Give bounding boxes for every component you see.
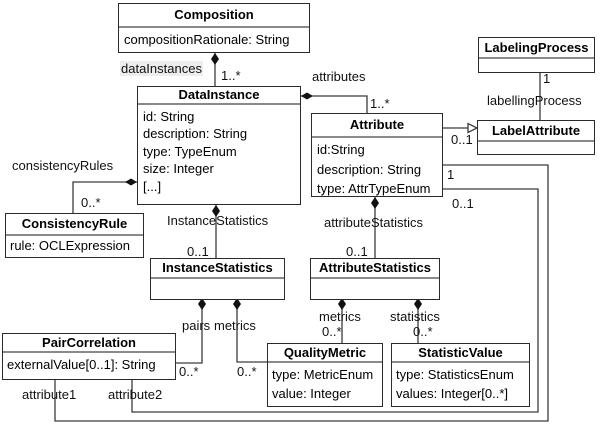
multiplicity-label: 0..* xyxy=(413,324,433,339)
class-title: DataInstance xyxy=(138,87,300,105)
instancestatistics-diamond-icon xyxy=(212,205,220,217)
class-attribute: id: String xyxy=(143,109,195,124)
class-labelattribute: LabelAttribute xyxy=(477,120,595,155)
class-title: StatisticValue xyxy=(392,344,529,363)
class-attribute: type: AttrTypeEnum xyxy=(317,181,431,196)
role-label-datainstances: dataInstances xyxy=(120,61,203,76)
edge-datainstance-attribute xyxy=(301,95,368,113)
class-datainstance: DataInstance id: String description: Str… xyxy=(137,86,301,205)
role-label-attribute1: attribute1 xyxy=(22,387,77,402)
role-label-pairs: pairs xyxy=(182,318,211,333)
multiplicity-label: 0..* xyxy=(237,364,257,379)
attributestatistics-diamond-icon xyxy=(371,197,379,209)
class-instancestatistics: InstanceStatistics xyxy=(150,258,285,300)
class-attribute: externalValue[0..1]: String xyxy=(7,357,156,372)
role-label-attributes: attributes xyxy=(312,69,366,84)
role-label-attribute2: attribute2 xyxy=(108,387,163,402)
class-title: InstanceStatistics xyxy=(151,259,284,279)
multiplicity-label: 1..* xyxy=(370,96,390,111)
multiplicity-label: 0..1 xyxy=(187,244,209,259)
class-attribute: type: MetricEnum xyxy=(272,367,374,382)
pairs-diamond-icon xyxy=(198,298,206,310)
empty-compartment xyxy=(478,142,594,146)
class-attribute: size: Integer xyxy=(143,161,214,177)
role-label-instancestatistics: InstanceStatistics xyxy=(167,213,269,228)
multiplicity-label: 1 xyxy=(543,71,551,86)
empty-compartment xyxy=(311,279,439,283)
class-title: ConsistencyRule xyxy=(6,214,143,236)
class-title: LabelingProcess xyxy=(479,38,594,59)
role-label-labellingprocess: labellingProcess xyxy=(487,93,582,108)
class-attribute: type: TypeEnum xyxy=(143,143,237,159)
multiplicity-label: 0..1 xyxy=(451,132,473,147)
empty-compartment xyxy=(479,59,594,63)
class-title: AttributeStatistics xyxy=(311,259,439,279)
class-title: PairCorrelation xyxy=(3,334,175,353)
class-composition: Composition compositionRationale: String xyxy=(118,3,310,53)
class-qualitymetric: QualityMetric type: MetricEnum value: In… xyxy=(267,343,383,407)
class-attribute: type: StatisticsEnum xyxy=(396,367,514,382)
class-title: Composition xyxy=(119,4,309,28)
edge-instancestatistics-qualitymetric xyxy=(236,298,267,363)
class-attribute: description: String xyxy=(317,161,422,177)
class-attributestatistics: AttributeStatistics xyxy=(310,258,440,300)
class-attribute: description: String xyxy=(143,126,248,142)
multiplicity-label: 0..* xyxy=(81,195,101,210)
class-attribute: value: Integer xyxy=(272,386,351,401)
class-labelingprocess: LabelingProcess xyxy=(478,37,595,73)
metrics-instance-diamond-icon xyxy=(233,298,241,310)
class-attribute: compositionRationale: String xyxy=(124,32,290,47)
multiplicity-label: 0..1 xyxy=(452,196,474,211)
class-title: LabelAttribute xyxy=(478,121,594,142)
class-consistencyrule: ConsistencyRule rule: OCLExpression xyxy=(5,213,144,258)
role-label-metrics-attribute: metrics xyxy=(319,309,361,324)
class-title: QualityMetric xyxy=(268,344,382,363)
class-attribute: rule: OCLExpression xyxy=(10,238,130,253)
multiplicity-label: 0..* xyxy=(179,364,199,379)
class-attribute: [...] xyxy=(143,178,162,194)
labelattribute-arrowhead-icon xyxy=(467,122,479,134)
metrics-attribute-diamond-icon xyxy=(338,298,346,310)
edge-instancestatistics-paircorrelation xyxy=(176,298,203,364)
class-paircorrelation: PairCorrelation externalValue[0..1]: Str… xyxy=(2,333,176,380)
attributes-diamond-icon xyxy=(301,92,313,100)
consistencyrules-diamond-icon xyxy=(125,178,137,186)
class-title: Attribute xyxy=(312,114,442,138)
role-label-consistencyrules: consistencyRules xyxy=(12,158,114,173)
composition-diamond-icon xyxy=(211,53,219,65)
role-label-attributestatistics: attributeStatistics xyxy=(324,215,423,230)
multiplicity-label: 0..1 xyxy=(346,244,368,259)
role-label-metrics-instance: metrics xyxy=(214,318,256,333)
edge-datainstance-consistencyrule xyxy=(72,181,137,213)
class-attribute: id:String xyxy=(317,142,365,157)
role-label-statistics: statistics xyxy=(390,309,440,324)
statistics-diamond-icon xyxy=(414,298,422,310)
class-attribute: Attribute id:String description: String … xyxy=(311,113,443,197)
empty-compartment xyxy=(151,279,284,283)
edge-attribute2 xyxy=(131,188,539,413)
multiplicity-label: 1 xyxy=(447,167,455,182)
multiplicity-label: 0..* xyxy=(322,324,342,339)
class-statisticvalue: StatisticValue type: StatisticsEnum valu… xyxy=(391,343,530,407)
edge-attribute1 xyxy=(54,164,549,422)
multiplicity-label: 1..* xyxy=(221,68,241,83)
class-attribute: values: Integer[0..*] xyxy=(396,386,509,401)
